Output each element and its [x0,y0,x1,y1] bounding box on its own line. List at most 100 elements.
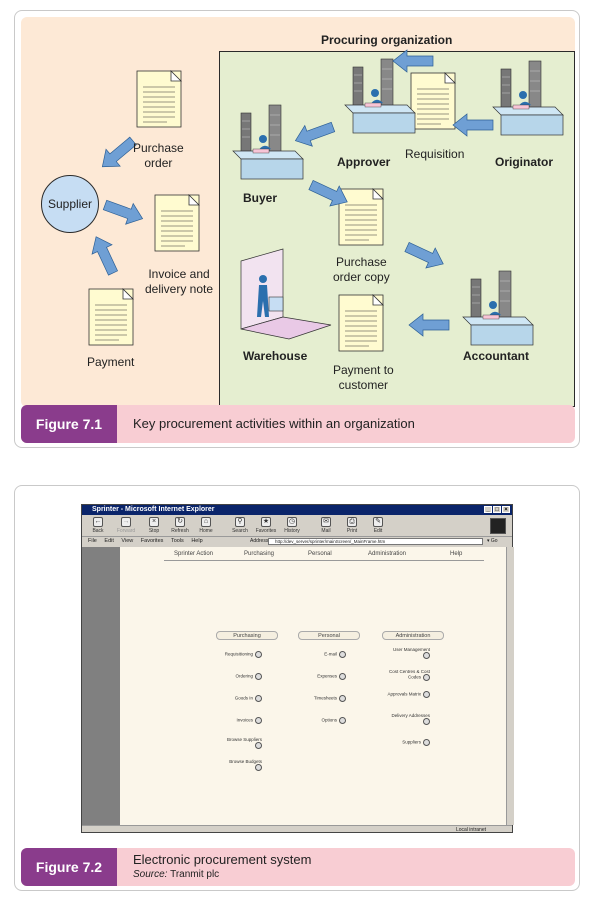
history-icon: ◷ [287,517,297,527]
menu-favorites[interactable]: Favorites [140,538,164,544]
invoice-label: Invoice and delivery note [145,267,214,296]
close-icon[interactable]: × [502,506,510,513]
item-browse-suppliers[interactable]: Browse Suppliers [222,737,262,749]
arrow-payment-to-supplier [85,231,124,278]
browse-budgets-icon [255,764,262,771]
menu-view[interactable]: View [121,538,134,544]
home-icon: ⌂ [201,517,211,527]
mail-button[interactable]: ✉Mail [321,517,331,534]
browser-title: Sprinter - Microsoft Internet Explorer [92,506,215,513]
edit-icon: ✎ [373,517,383,527]
diagram-graphics [85,49,564,352]
email-icon [339,651,346,658]
item-approvals-matrix[interactable]: Approvals Matrix [384,691,430,698]
invoices-icon [255,717,262,724]
item-options[interactable]: Options [321,717,346,724]
figure-7-2-source: Source: Tranmit plc [133,869,220,880]
menu-tools[interactable]: Tools [170,538,184,544]
minimize-icon[interactable]: _ [484,506,492,513]
tab-sprinter-action[interactable]: Sprinter Action [174,551,214,557]
buyer-label: Buyer [243,191,278,205]
forward-icon: → [121,517,131,527]
menu-edit[interactable]: Edit [104,538,114,544]
arrow-originator-to-requisition [452,113,494,137]
stop-icon: × [149,517,159,527]
arrow-approver-to-buyer [291,116,338,152]
browser-window: Sprinter - Microsoft Internet Explorer _… [81,504,514,834]
tab-purchasing[interactable]: Purchasing [244,551,275,557]
app-tabs: Sprinter Action Purchasing Personal Admi… [164,551,484,561]
browser-titlebar: Sprinter - Microsoft Internet Explorer _… [82,505,512,515]
tab-personal[interactable]: Personal [308,551,332,557]
purchase-order-copy-doc [338,188,384,246]
status-zone: Local intranet [455,827,486,833]
item-requisitioning[interactable]: Requisitioning [225,651,262,658]
edit-button[interactable]: ✎Edit [373,517,383,534]
forward-button[interactable]: →Forward [116,517,136,534]
left-frame [82,547,120,825]
back-button[interactable]: ←Back [92,517,104,534]
buyer-desk [232,104,304,180]
item-ordering[interactable]: Ordering [235,673,262,680]
figure-7-1-caption-text: Key procurement activities within an org… [133,416,415,431]
originator-desk [492,60,564,136]
print-button[interactable]: ⎙Print [346,517,358,534]
search-button[interactable]: ⚲Search [232,517,248,534]
go-button[interactable]: ▾ Go [487,538,498,544]
search-icon: ⚲ [235,517,245,527]
payment-to-customer-label: Payment to customer [333,363,394,392]
section-administration: Administration [382,631,444,640]
item-cost-centres[interactable]: Cost Centres & Cost Codes [388,669,430,681]
figure-7-1-number: Figure 7.1 [21,405,117,443]
item-suppliers[interactable]: Suppliers [402,739,430,746]
item-browse-budgets[interactable]: Browse Budgets [222,759,262,771]
payment-to-customer-doc [338,294,384,352]
vertical-scrollbar[interactable] [506,547,514,825]
item-delivery-addresses[interactable]: Delivery Addresses [384,713,430,725]
section-purchasing: Purchasing [216,631,278,640]
options-icon [339,717,346,724]
favorites-icon: ★ [261,517,271,527]
browser-toolbar: ←Back →Forward ×Stop ↻Refresh ⌂Home ⚲Sea… [82,515,512,537]
arrow-supplier-to-invoice [100,194,147,230]
tab-administration[interactable]: Administration [368,551,407,557]
purchase-order-copy-label: Purchase order copy [333,255,390,284]
item-invoices[interactable]: Invoices [236,717,262,724]
history-button[interactable]: ◷History [284,517,300,534]
warehouse-pictogram [240,248,332,340]
purchase-order-label: Purchase order [133,141,184,170]
browser-statusbar: Local intranet [82,825,512,834]
figure-7-2: Sprinter - Microsoft Internet Explorer _… [14,485,580,891]
arrow-accountant-to-payment [408,313,450,337]
refresh-button[interactable]: ↻Refresh [171,517,189,534]
tab-help[interactable]: Help [450,551,463,557]
accountant-desk [462,270,534,346]
item-timesheets[interactable]: Timesheets [314,695,346,702]
stop-button[interactable]: ×Stop [148,517,160,534]
figure-7-1: Procuring organization [14,10,580,448]
refresh-icon: ↻ [175,517,185,527]
menu-help[interactable]: Help [191,538,203,544]
figure-7-2-caption-text: Electronic procurement system [133,852,312,867]
item-goods-in[interactable]: Goods In [235,695,262,702]
menu-file[interactable]: File [88,538,97,544]
app-content: Sprinter Action Purchasing Personal Admi… [120,547,506,825]
item-expenses[interactable]: Expenses [317,673,346,680]
favorites-button[interactable]: ★Favorites [255,517,277,534]
figure-7-2-caption: Figure 7.2 Electronic procurement system… [21,848,575,886]
browse-suppliers-icon [255,742,262,749]
maximize-icon[interactable]: □ [493,506,501,513]
ordering-icon [255,673,262,680]
invoice-doc [154,194,200,252]
section-personal: Personal [298,631,360,640]
address-input[interactable]: http://dev_server/sprinter/mainScreen/_M… [268,538,483,545]
home-button[interactable]: ⌂Home [199,517,213,534]
approvals-matrix-icon [423,691,430,698]
figure-7-2-number: Figure 7.2 [21,848,117,886]
ie-logo-icon [490,518,506,534]
payment-doc [88,288,134,346]
item-user-management[interactable]: User Management [384,647,430,659]
originator-label: Originator [495,155,554,169]
item-email[interactable]: E-mail [324,651,346,658]
procuring-organization-title: Procuring organization [321,33,453,47]
